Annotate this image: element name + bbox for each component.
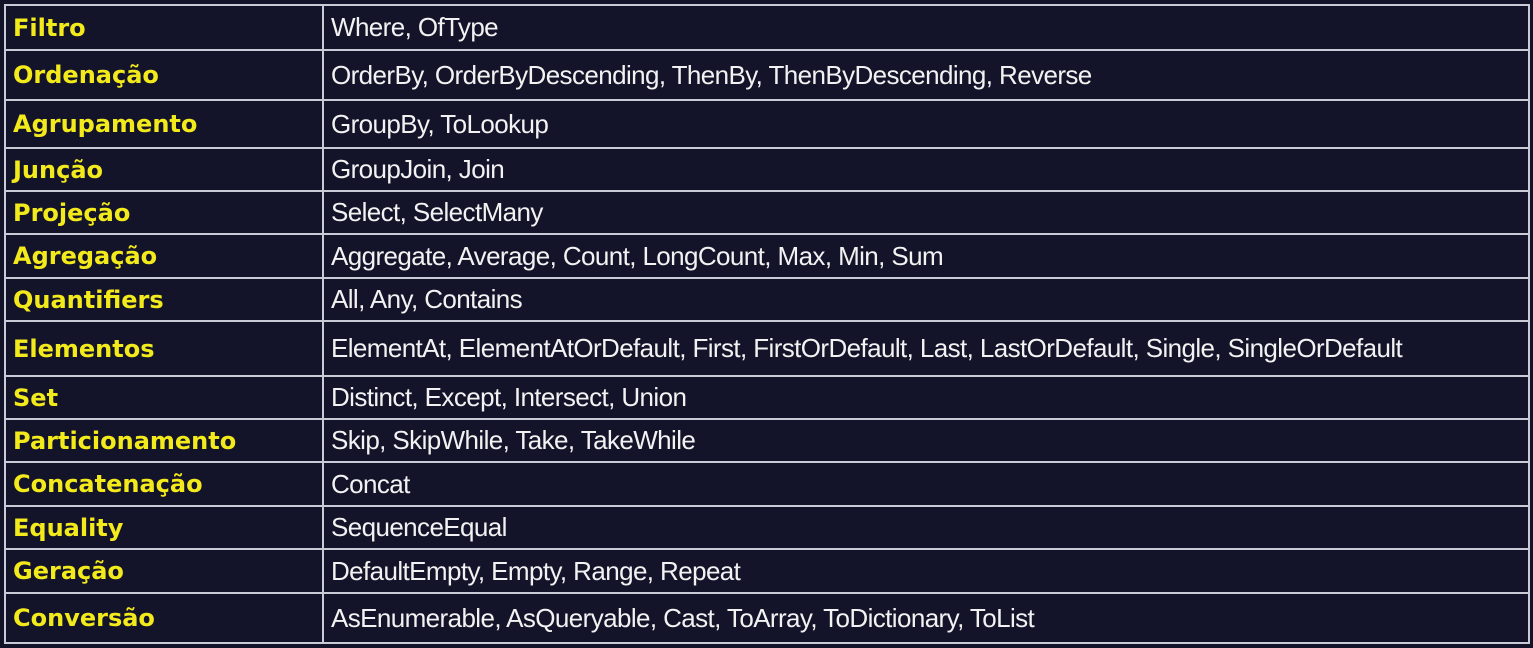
table-row: Ordenação OrderBy, OrderByDescending, Th… (4, 49, 1530, 101)
category-cell: Junção (4, 147, 324, 192)
category-cell: Elementos (4, 320, 324, 377)
table-row: Agrupamento GroupBy, ToLookup (4, 99, 1530, 149)
category-cell: Concatenação (4, 461, 324, 507)
category-cell: Agregação (4, 233, 324, 279)
category-cell: Ordenação (4, 49, 324, 101)
operators-cell: AsEnumerable, AsQueryable, Cast, ToArray… (322, 592, 1530, 644)
category-cell: Conversão (4, 592, 324, 644)
table-row: Concatenação Concat (4, 461, 1530, 507)
operators-cell: All, Any, Contains (322, 277, 1530, 322)
category-cell: Set (4, 375, 324, 420)
category-cell: Projeção (4, 190, 324, 235)
operators-cell: ElementAt, ElementAtOrDefault, First, Fi… (322, 320, 1530, 377)
table-row: Set Distinct, Except, Intersect, Union (4, 375, 1530, 420)
linq-operators-table: Filtro Where, OfType Ordenação OrderBy, … (4, 4, 1530, 644)
operators-cell: GroupJoin, Join (322, 147, 1530, 192)
table-row: Quantifiers All, Any, Contains (4, 277, 1530, 322)
category-cell: Quantifiers (4, 277, 324, 322)
operators-cell: SequenceEqual (322, 505, 1530, 550)
operators-cell: DefaultEmpty, Empty, Range, Repeat (322, 548, 1530, 594)
operators-cell: Skip, SkipWhile, Take, TakeWhile (322, 418, 1530, 463)
table-row: Projeção Select, SelectMany (4, 190, 1530, 235)
operators-cell: GroupBy, ToLookup (322, 99, 1530, 149)
category-cell: Agrupamento (4, 99, 324, 149)
table-row: Conversão AsEnumerable, AsQueryable, Cas… (4, 592, 1530, 644)
operators-cell: Concat (322, 461, 1530, 507)
table-row: Junção GroupJoin, Join (4, 147, 1530, 192)
category-cell: Filtro (4, 4, 324, 51)
category-cell: Equality (4, 505, 324, 550)
operators-cell: Where, OfType (322, 4, 1530, 51)
table-row: Particionamento Skip, SkipWhile, Take, T… (4, 418, 1530, 463)
table-row: Elementos ElementAt, ElementAtOrDefault,… (4, 320, 1530, 377)
operators-cell: Distinct, Except, Intersect, Union (322, 375, 1530, 420)
table-row: Geração DefaultEmpty, Empty, Range, Repe… (4, 548, 1530, 594)
table-row: Filtro Where, OfType (4, 4, 1530, 51)
operators-cell: Aggregate, Average, Count, LongCount, Ma… (322, 233, 1530, 279)
operators-cell: Select, SelectMany (322, 190, 1530, 235)
table-row: Agregação Aggregate, Average, Count, Lon… (4, 233, 1530, 279)
category-cell: Geração (4, 548, 324, 594)
category-cell: Particionamento (4, 418, 324, 463)
table-row: Equality SequenceEqual (4, 505, 1530, 550)
operators-cell: OrderBy, OrderByDescending, ThenBy, Then… (322, 49, 1530, 101)
